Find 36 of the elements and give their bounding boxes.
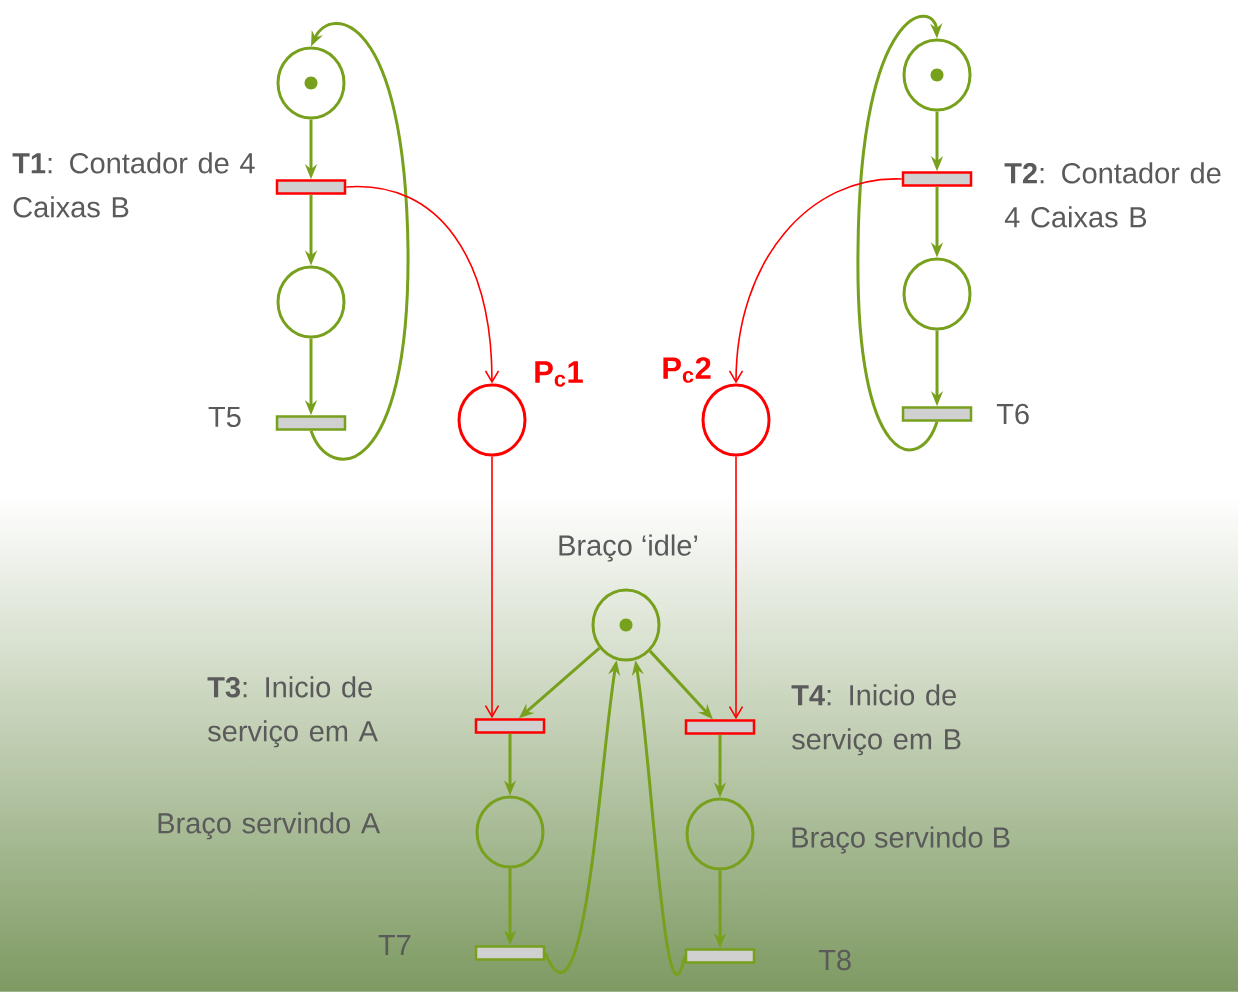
transition-label: T1: Contador de 4 Caixas B (12, 152, 255, 218)
place-label: Braço ‘idle’ (559, 534, 698, 562)
place-circle (457, 383, 527, 457)
place-circle (902, 38, 972, 112)
transition-bar (901, 171, 973, 187)
arrow (345, 186, 500, 384)
transition-bar (275, 179, 347, 195)
arrow (484, 455, 500, 719)
place-circle (276, 265, 346, 339)
transition-label: T2: Contador de 4 Caixas B (1004, 162, 1221, 228)
transition-label: T5 (208, 406, 241, 428)
transition-bar (901, 406, 973, 422)
transition-label: T4: Inicio de serviço em B (791, 684, 961, 756)
place-circle (902, 257, 972, 331)
place-label: P$_{c}$2 (663, 357, 711, 383)
place-circle (591, 588, 661, 662)
arrow (309, 22, 410, 461)
transition-bar (474, 945, 546, 961)
place-circle (701, 383, 771, 457)
transition-bar (684, 719, 756, 735)
transition-bar (474, 718, 546, 734)
transition-label: T8 (818, 949, 851, 971)
place-label: Braço servindo A (158, 812, 381, 840)
arrow (856, 15, 943, 451)
transition-label: T7 (378, 935, 411, 955)
place-circle (475, 795, 545, 869)
place-label: Braço servindo B (792, 826, 1010, 854)
arrow (728, 455, 744, 720)
place-circle (685, 797, 755, 871)
place-circle (276, 46, 346, 120)
transition-bar (684, 948, 756, 964)
arrow (728, 178, 903, 384)
transition-label: T6 (996, 403, 1029, 425)
transition-bar (275, 415, 347, 431)
place-label: P$_{c}$1 (535, 361, 583, 387)
transition-label: T3: Inicio de serviço em A (207, 676, 378, 748)
